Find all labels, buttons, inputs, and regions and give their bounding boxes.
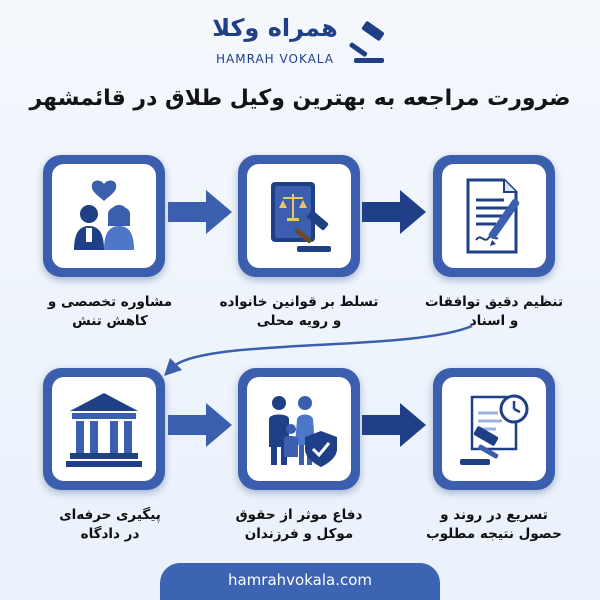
- family-shield-icon: [269, 396, 337, 467]
- gavel-logo-icon: [349, 21, 385, 63]
- curved-connector-arrow-icon: [164, 324, 473, 376]
- step-label-text: تسلط بر قوانین خانواده و رویه محلی: [219, 294, 379, 329]
- step-label-court: پیگیری حرفه‌ای در دادگاه: [25, 506, 195, 544]
- step-label-text: مشاوره تخصصی و کاهش تنش: [47, 294, 173, 329]
- step-label-speed: تسریع در روند و حصول نتیجه مطلوب: [409, 506, 579, 544]
- step-card-consultation: [43, 155, 165, 277]
- document-pen-icon: [466, 178, 520, 254]
- step-label-family-law: تسلط بر قوانین خانواده و رویه محلی: [214, 293, 384, 331]
- arrow-right-icon: [168, 403, 232, 447]
- law-book-gavel-icon: [271, 182, 331, 252]
- courthouse-icon: [66, 393, 142, 467]
- arrow-right-icon: [362, 190, 426, 234]
- step-label-defense: دفاع موثر از حقوق موکل و فرزندان: [214, 506, 384, 544]
- step-card-family-law: [238, 155, 360, 277]
- step-label-documents: تنظیم دقیق توافقات و اسناد: [409, 293, 579, 331]
- gavel-clock-document-icon: [460, 394, 529, 465]
- logo: همراه وکلا HAMRAH VOKALA: [0, 10, 600, 68]
- step-card-court: [43, 368, 165, 490]
- step-card-defense: [238, 368, 360, 490]
- step-label-text: تسریع در روند و حصول نتیجه مطلوب: [426, 507, 562, 542]
- step-label-text: تنظیم دقیق توافقات و اسناد: [424, 294, 564, 329]
- logo-name-fa: همراه وکلا: [212, 14, 338, 42]
- website-link[interactable]: hamrahvokala.com: [160, 563, 440, 600]
- couple-heart-icon: [74, 180, 134, 250]
- step-label-text: پیگیری حرفه‌ای در دادگاه: [59, 507, 161, 542]
- step-card-documents: [433, 155, 555, 277]
- step-label-text: دفاع موثر از حقوق موکل و فرزندان: [235, 507, 363, 542]
- page-title: ضرورت مراجعه به بهترین وکیل طلاق در قائم…: [29, 86, 571, 111]
- step-label-consultation: مشاوره تخصصی و کاهش تنش: [25, 293, 195, 331]
- step-card-speed: [433, 368, 555, 490]
- arrow-right-icon: [362, 403, 426, 447]
- logo-name-en: HAMRAH VOKALA: [216, 52, 334, 66]
- arrow-right-icon: [168, 190, 232, 234]
